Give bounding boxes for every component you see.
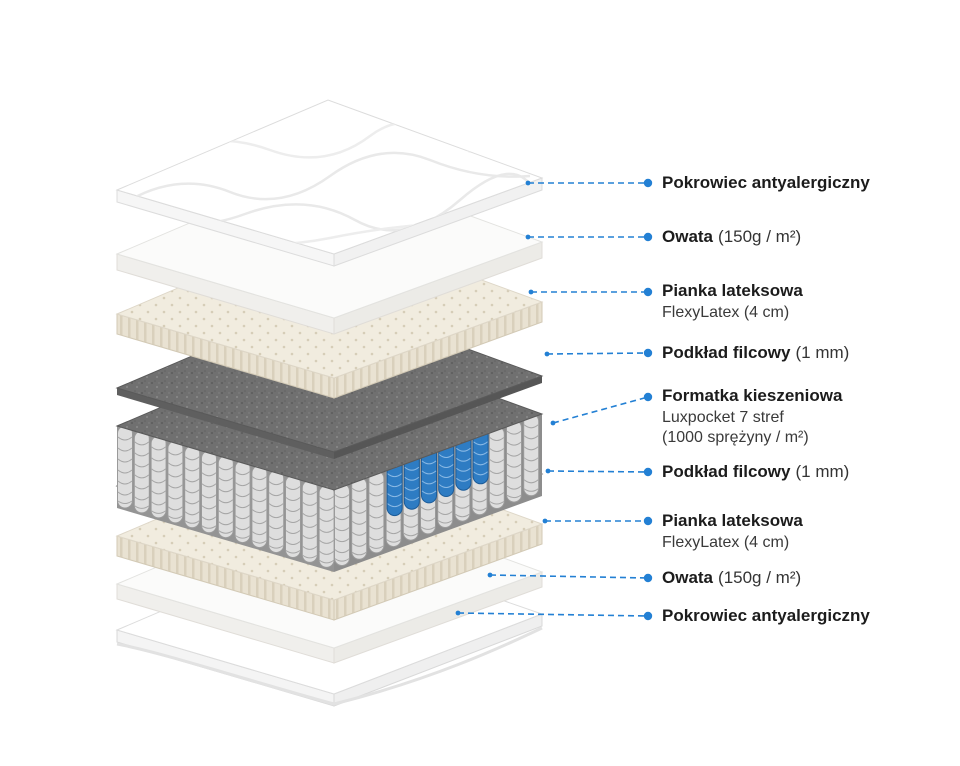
anchor-dot	[550, 420, 556, 426]
label-dots	[455, 178, 653, 621]
label-dot	[643, 611, 653, 621]
label-dot	[643, 287, 653, 297]
layer-label-pokrowiec-top: Pokrowiec antyalergiczny	[662, 172, 875, 195]
label-suffix: (1 mm)	[795, 343, 850, 362]
label-subline: FlexyLatex (4 cm)	[662, 304, 790, 321]
label-title: Owata	[662, 227, 714, 246]
anchor-dot	[544, 351, 550, 357]
anchor-dot	[525, 180, 531, 186]
label-title: Podkład filcowy	[662, 462, 791, 481]
anchor-dot	[545, 468, 551, 474]
label-subline: (1000 sprężyny / m²)	[662, 429, 809, 446]
label-title: Pianka lateksowa	[662, 281, 803, 300]
label-suffix: (1 mm)	[795, 462, 850, 481]
label-title: Pokrowiec antyalergiczny	[662, 173, 870, 192]
layer-label-pokrowiec-bottom: Pokrowiec antyalergiczny	[662, 605, 875, 628]
label-dot	[643, 178, 653, 188]
label-subline: Luxpocket 7 stref	[662, 409, 784, 426]
label-dot	[643, 232, 653, 242]
label-suffix: (150g / m²)	[718, 227, 802, 246]
label-subline: FlexyLatex (4 cm)	[662, 534, 790, 551]
anchor-dot	[525, 234, 531, 240]
label-title: Owata	[662, 568, 714, 587]
label-title: Formatka kieszeniowa	[662, 386, 843, 405]
layer-label-formatka: Formatka kieszeniowa Luxpocket 7 stref (…	[662, 385, 847, 448]
label-suffix: (150g / m²)	[718, 568, 802, 587]
label-dot	[643, 392, 653, 402]
label-dot	[643, 348, 653, 358]
label-dot	[643, 516, 653, 526]
label-dot	[643, 573, 653, 583]
label-title: Pianka lateksowa	[662, 511, 803, 530]
layer-label-owata-top: Owata(150g / m²)	[662, 226, 801, 249]
anchor-dot	[487, 572, 493, 578]
layer-label-podklad-top: Podkład filcowy(1 mm)	[662, 342, 849, 365]
layer-label-owata-bottom: Owata(150g / m²)	[662, 567, 801, 590]
layer-label-podklad-bottom: Podkład filcowy(1 mm)	[662, 461, 849, 484]
label-dot	[643, 467, 653, 477]
label-title: Podkład filcowy	[662, 343, 791, 362]
anchor-dot	[455, 610, 461, 616]
leader-lines	[457, 182, 649, 617]
layer-label-pianka-bottom: Pianka lateksowa FlexyLatex (4 cm)	[662, 510, 808, 553]
layer-label-pianka-top: Pianka lateksowa FlexyLatex (4 cm)	[662, 280, 808, 323]
anchor-dot	[542, 518, 548, 524]
layer-pokrowiec-top	[115, 99, 544, 267]
anchor-dot	[528, 289, 534, 295]
label-title: Pokrowiec antyalergiczny	[662, 606, 870, 625]
